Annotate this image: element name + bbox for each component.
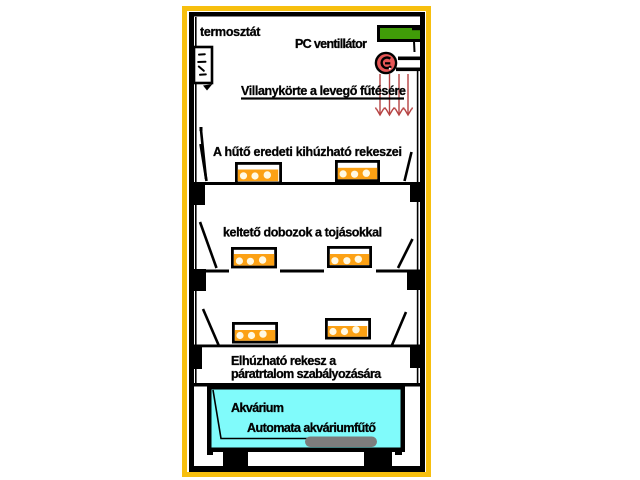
svg-text:Automata akváriumfűtő: Automata akváriumfűtő <box>247 421 376 435</box>
svg-text:Villanykörte a levegő fűtésére: Villanykörte a levegő fűtésére <box>241 84 406 98</box>
svg-text:termosztát: termosztát <box>200 25 261 39</box>
svg-text:PC ventillátor: PC ventillátor <box>295 37 367 51</box>
svg-text:A hűtő eredeti kihúzható rekes: A hűtő eredeti kihúzható rekeszei <box>213 145 402 159</box>
svg-text:Elhúzható rekesz a: Elhúzható rekesz a <box>231 354 337 368</box>
svg-text:keltető dobozok a tojásokkal: keltető dobozok a tojásokkal <box>223 226 382 240</box>
svg-text:páratrtalom szabályozására: páratrtalom szabályozására <box>231 367 382 381</box>
svg-text:Akvárium: Akvárium <box>231 401 284 415</box>
